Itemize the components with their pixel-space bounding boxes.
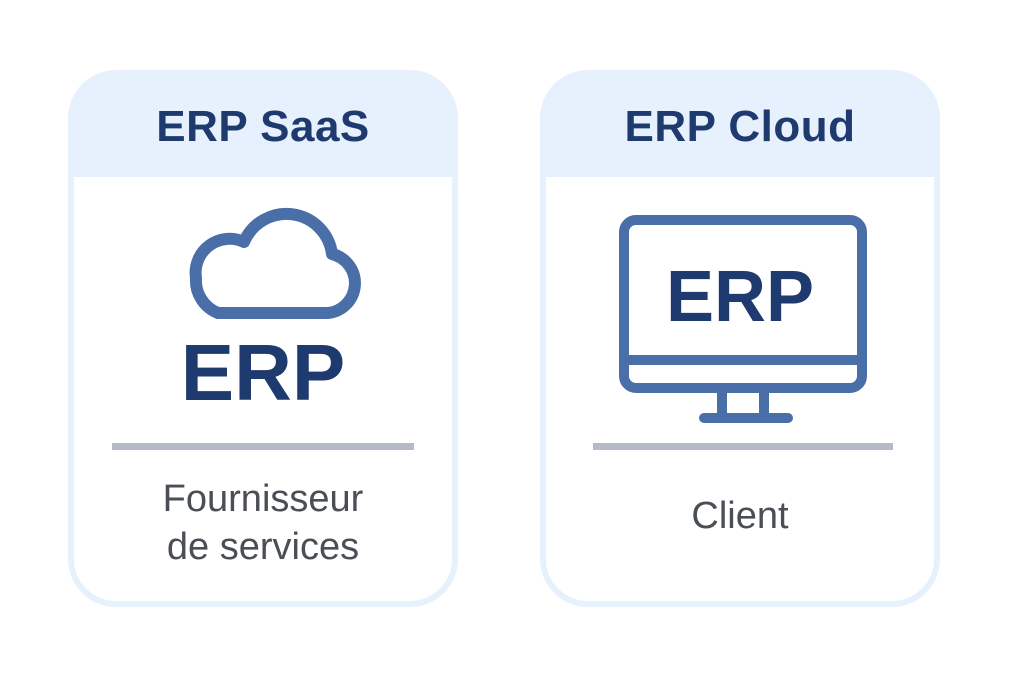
monitor-icon	[619, 215, 867, 423]
erp-label: ERP	[180, 328, 346, 417]
divider	[593, 443, 893, 450]
card-title: ERP Cloud	[624, 101, 856, 151]
card-header: ERP SaaS	[74, 76, 452, 177]
card-header: ERP Cloud	[546, 76, 934, 177]
erp-label: ERP	[665, 257, 815, 337]
subtitle-line-1: Fournisseur	[162, 478, 364, 520]
divider	[112, 443, 414, 450]
cloud-icon	[189, 207, 361, 319]
erp-saas-card: ERP SaaS ERP Fournisseur de services	[68, 70, 458, 607]
erp-cloud-card: ERP Cloud ERP Client	[540, 70, 940, 607]
card-title: ERP SaaS	[156, 101, 370, 151]
subtitle-line-1: Client	[691, 495, 789, 537]
subtitle-line-2: de services	[166, 526, 360, 568]
